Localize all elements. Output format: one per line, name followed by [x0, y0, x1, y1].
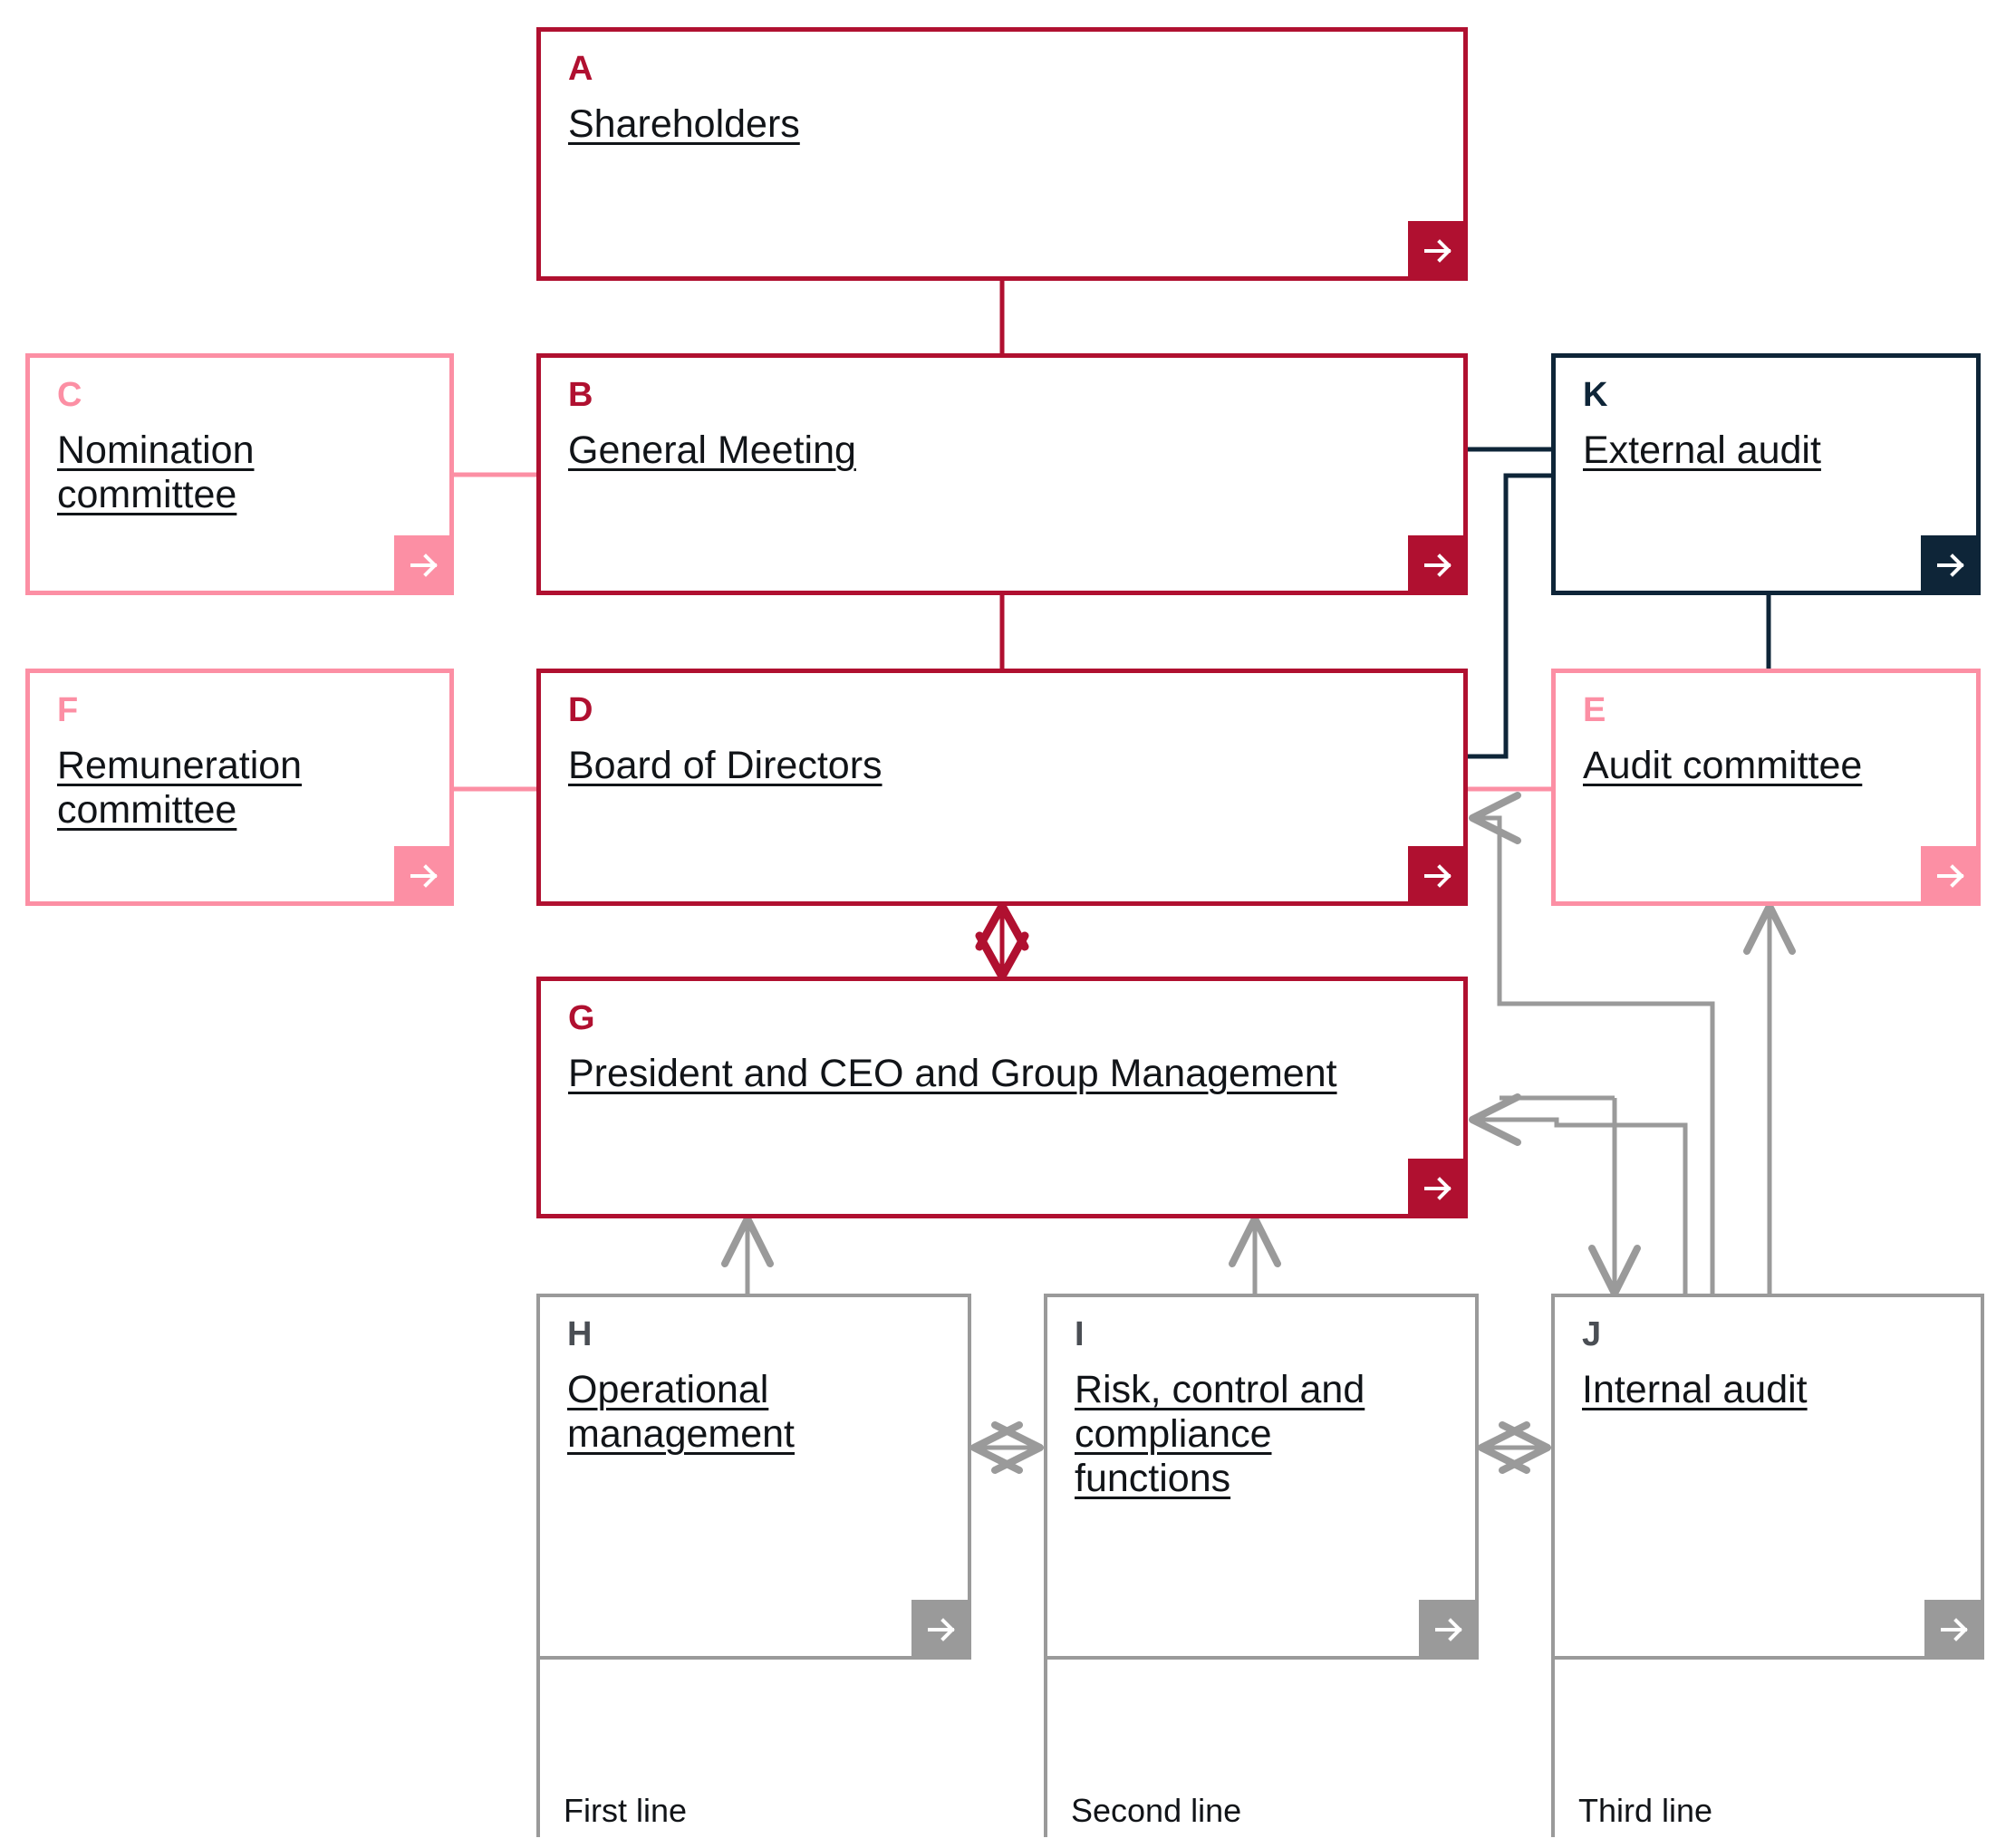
node-h-operational-management[interactable]: H Operational management	[536, 1294, 971, 1660]
node-c-title: Nomination committee	[57, 428, 255, 517]
arrow-right-icon[interactable]	[1921, 535, 1981, 595]
node-b-title: General Meeting	[568, 428, 856, 472]
node-j-tag: J	[1582, 1315, 1602, 1353]
node-d-board-of-directors[interactable]: D Board of Directors	[536, 669, 1468, 906]
node-a-tag: A	[568, 50, 593, 88]
node-h-title: Operational management	[567, 1368, 795, 1457]
node-e-tag: E	[1583, 691, 1606, 729]
arrow-right-icon[interactable]	[1408, 535, 1468, 595]
node-g-title: President and CEO and Group Management	[568, 1052, 1337, 1095]
arrow-right-icon[interactable]	[1408, 221, 1468, 281]
wire-j-to-g	[1469, 1093, 1688, 1294]
node-c-nomination-committee[interactable]: C Nomination committee	[25, 353, 454, 595]
node-d-title: Board of Directors	[568, 744, 882, 787]
node-h-tag: H	[567, 1315, 593, 1353]
node-a-title: Shareholders	[568, 102, 800, 146]
arrow-right-icon[interactable]	[394, 535, 454, 595]
node-e-audit-committee[interactable]: E Audit committee	[1551, 669, 1981, 906]
node-g-president-ceo-group-management[interactable]: G President and CEO and Group Management	[536, 977, 1468, 1218]
line-panel-first: First line	[536, 1656, 971, 1837]
wire-g-to-j	[1472, 1120, 1685, 1125]
node-j-internal-audit[interactable]: J Internal audit	[1551, 1294, 1984, 1660]
node-j-title: Internal audit	[1582, 1368, 1808, 1411]
node-i-risk-control-compliance[interactable]: I Risk, control and compliance functions	[1044, 1294, 1479, 1660]
line-panel-second: Second line	[1044, 1656, 1479, 1837]
node-i-title: Risk, control and compliance functions	[1075, 1368, 1365, 1501]
node-b-tag: B	[568, 376, 593, 414]
node-k-tag: K	[1583, 376, 1608, 414]
node-g-tag: G	[568, 999, 595, 1037]
node-f-title: Remuneration committee	[57, 744, 303, 833]
node-k-external-audit[interactable]: K External audit	[1551, 353, 1981, 595]
node-e-title: Audit committee	[1583, 744, 1863, 787]
line-panel-third: Third line	[1551, 1656, 1984, 1837]
node-f-remuneration-committee[interactable]: F Remuneration committee	[25, 669, 454, 906]
wire-k-to-d	[1468, 473, 1551, 759]
arrow-right-icon[interactable]	[1408, 846, 1468, 906]
node-a-shareholders[interactable]: A Shareholders	[536, 27, 1468, 281]
node-f-tag: F	[57, 691, 79, 729]
node-k-title: External audit	[1583, 428, 1821, 472]
arrow-right-icon[interactable]	[1921, 846, 1981, 906]
node-b-general-meeting[interactable]: B General Meeting	[536, 353, 1468, 595]
node-i-tag: I	[1075, 1315, 1085, 1353]
node-d-tag: D	[568, 691, 593, 729]
node-c-tag: C	[57, 376, 82, 414]
arrow-right-icon[interactable]	[911, 1600, 971, 1660]
arrow-right-icon[interactable]	[1408, 1159, 1468, 1218]
first-line-label: First line	[564, 1792, 688, 1829]
third-line-label: Third line	[1578, 1792, 1713, 1829]
second-line-label: Second line	[1071, 1792, 1242, 1829]
arrow-right-icon[interactable]	[394, 846, 454, 906]
arrow-right-icon[interactable]	[1924, 1600, 1984, 1660]
arrow-right-icon[interactable]	[1419, 1600, 1479, 1660]
